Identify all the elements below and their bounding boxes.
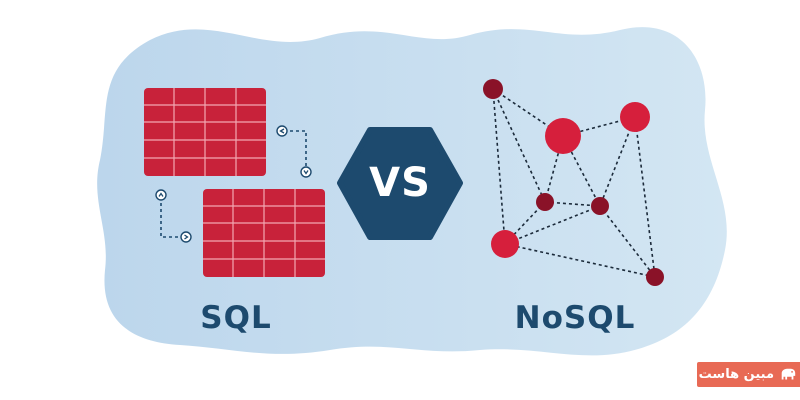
nosql-label: NoSQL bbox=[514, 300, 636, 336]
elephant-logo-icon bbox=[781, 368, 796, 379]
network-node-icon bbox=[591, 197, 609, 215]
network-node-icon bbox=[545, 118, 581, 154]
vs-label: VS bbox=[369, 160, 431, 206]
sql-connector-right bbox=[284, 130, 307, 170]
hexagon-icon bbox=[337, 127, 463, 240]
arrow-icon bbox=[155, 189, 192, 243]
brand-badge[interactable]: مبین هاست bbox=[697, 362, 800, 387]
network-nodes bbox=[483, 79, 664, 286]
network-node-icon bbox=[536, 193, 554, 211]
brand-name: مبین هاست bbox=[698, 367, 774, 382]
arrow-icon bbox=[276, 125, 312, 178]
network-node-icon bbox=[646, 268, 664, 286]
sql-connector-left bbox=[160, 197, 183, 238]
sql-table-bottom bbox=[203, 189, 325, 277]
network-node-icon bbox=[483, 79, 503, 99]
network-node-icon bbox=[620, 102, 650, 132]
network-node-icon bbox=[491, 230, 519, 258]
sql-label: SQL bbox=[200, 300, 272, 336]
sql-table-top bbox=[144, 88, 266, 176]
